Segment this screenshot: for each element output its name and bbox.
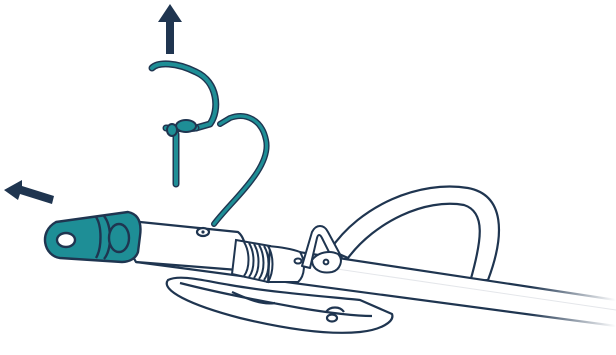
- lynch-pin: [148, 60, 270, 227]
- arrow-left-icon: [4, 180, 54, 204]
- tube-sleeve: [130, 220, 247, 272]
- end-fitting: [43, 210, 142, 264]
- spring-collar: [230, 238, 305, 284]
- arrow-up-icon: [158, 4, 182, 54]
- saddle-plate: [165, 276, 394, 334]
- buckle: [301, 225, 343, 274]
